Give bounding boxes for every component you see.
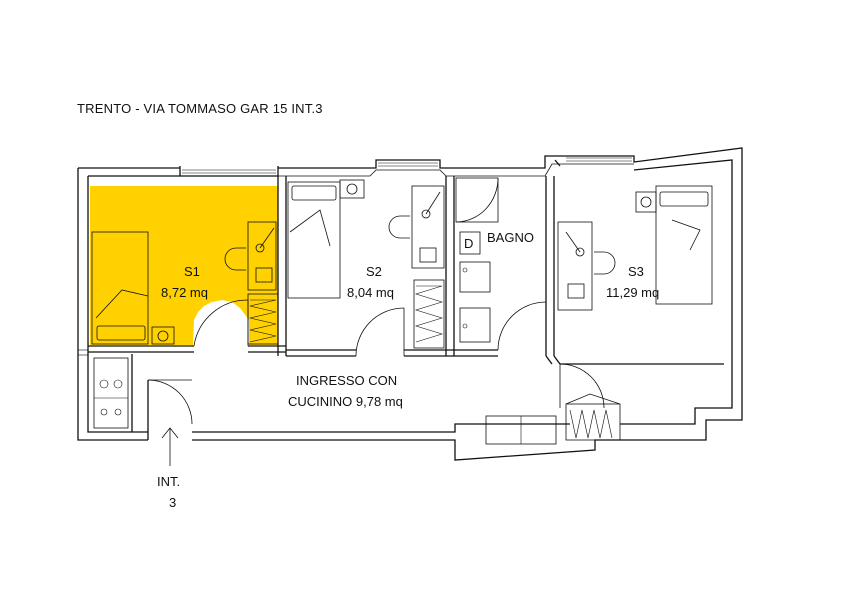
room-ingresso-line2: CUCININO 9,78 mq <box>288 394 403 409</box>
wardrobe-s2 <box>413 279 445 349</box>
room-s2-name: S2 <box>366 264 382 279</box>
nightstand-s2 <box>339 179 365 199</box>
bidet: D <box>459 231 481 255</box>
svg-text:D: D <box>464 236 473 251</box>
shower <box>455 177 499 223</box>
room-s1-highlight <box>90 186 278 345</box>
sink <box>459 307 491 343</box>
bed-s1 <box>91 231 149 345</box>
kitchenette <box>93 357 129 429</box>
toilet <box>459 261 491 293</box>
desk-s3 <box>557 221 616 311</box>
doors <box>147 299 605 425</box>
hall-wardrobe <box>565 393 621 441</box>
nightstand-s3 <box>635 191 657 213</box>
room-ingresso-line1: INGRESSO CON <box>296 373 397 388</box>
lamp-s2 <box>346 183 358 195</box>
room-s3-name: S3 <box>628 264 644 279</box>
bed-s2 <box>287 181 341 299</box>
bed-s3 <box>655 185 713 305</box>
desk-s1 <box>224 221 277 291</box>
entrance-label-line2: 3 <box>169 495 176 510</box>
room-bagno-name: BAGNO <box>487 230 534 245</box>
room-s1-name: S1 <box>184 264 200 279</box>
room-s2-area: 8,04 mq <box>347 285 394 300</box>
lamp-s1 <box>157 330 169 342</box>
hall-cabinet <box>485 415 557 445</box>
room-s3-area: 11,29 mq <box>606 285 659 300</box>
wardrobe-s1 <box>247 293 279 345</box>
plan-title: TRENTO - VIA TOMMASO GAR 15 INT.3 <box>77 101 323 116</box>
entrance-arrow <box>161 427 179 466</box>
outer-walls <box>77 147 743 461</box>
lamp-s3 <box>640 196 652 208</box>
entrance-label-line1: INT. <box>157 474 180 489</box>
desk-s2 <box>388 185 445 269</box>
nightstand-s1 <box>151 326 175 345</box>
room-s1-area: 8,72 mq <box>161 285 208 300</box>
